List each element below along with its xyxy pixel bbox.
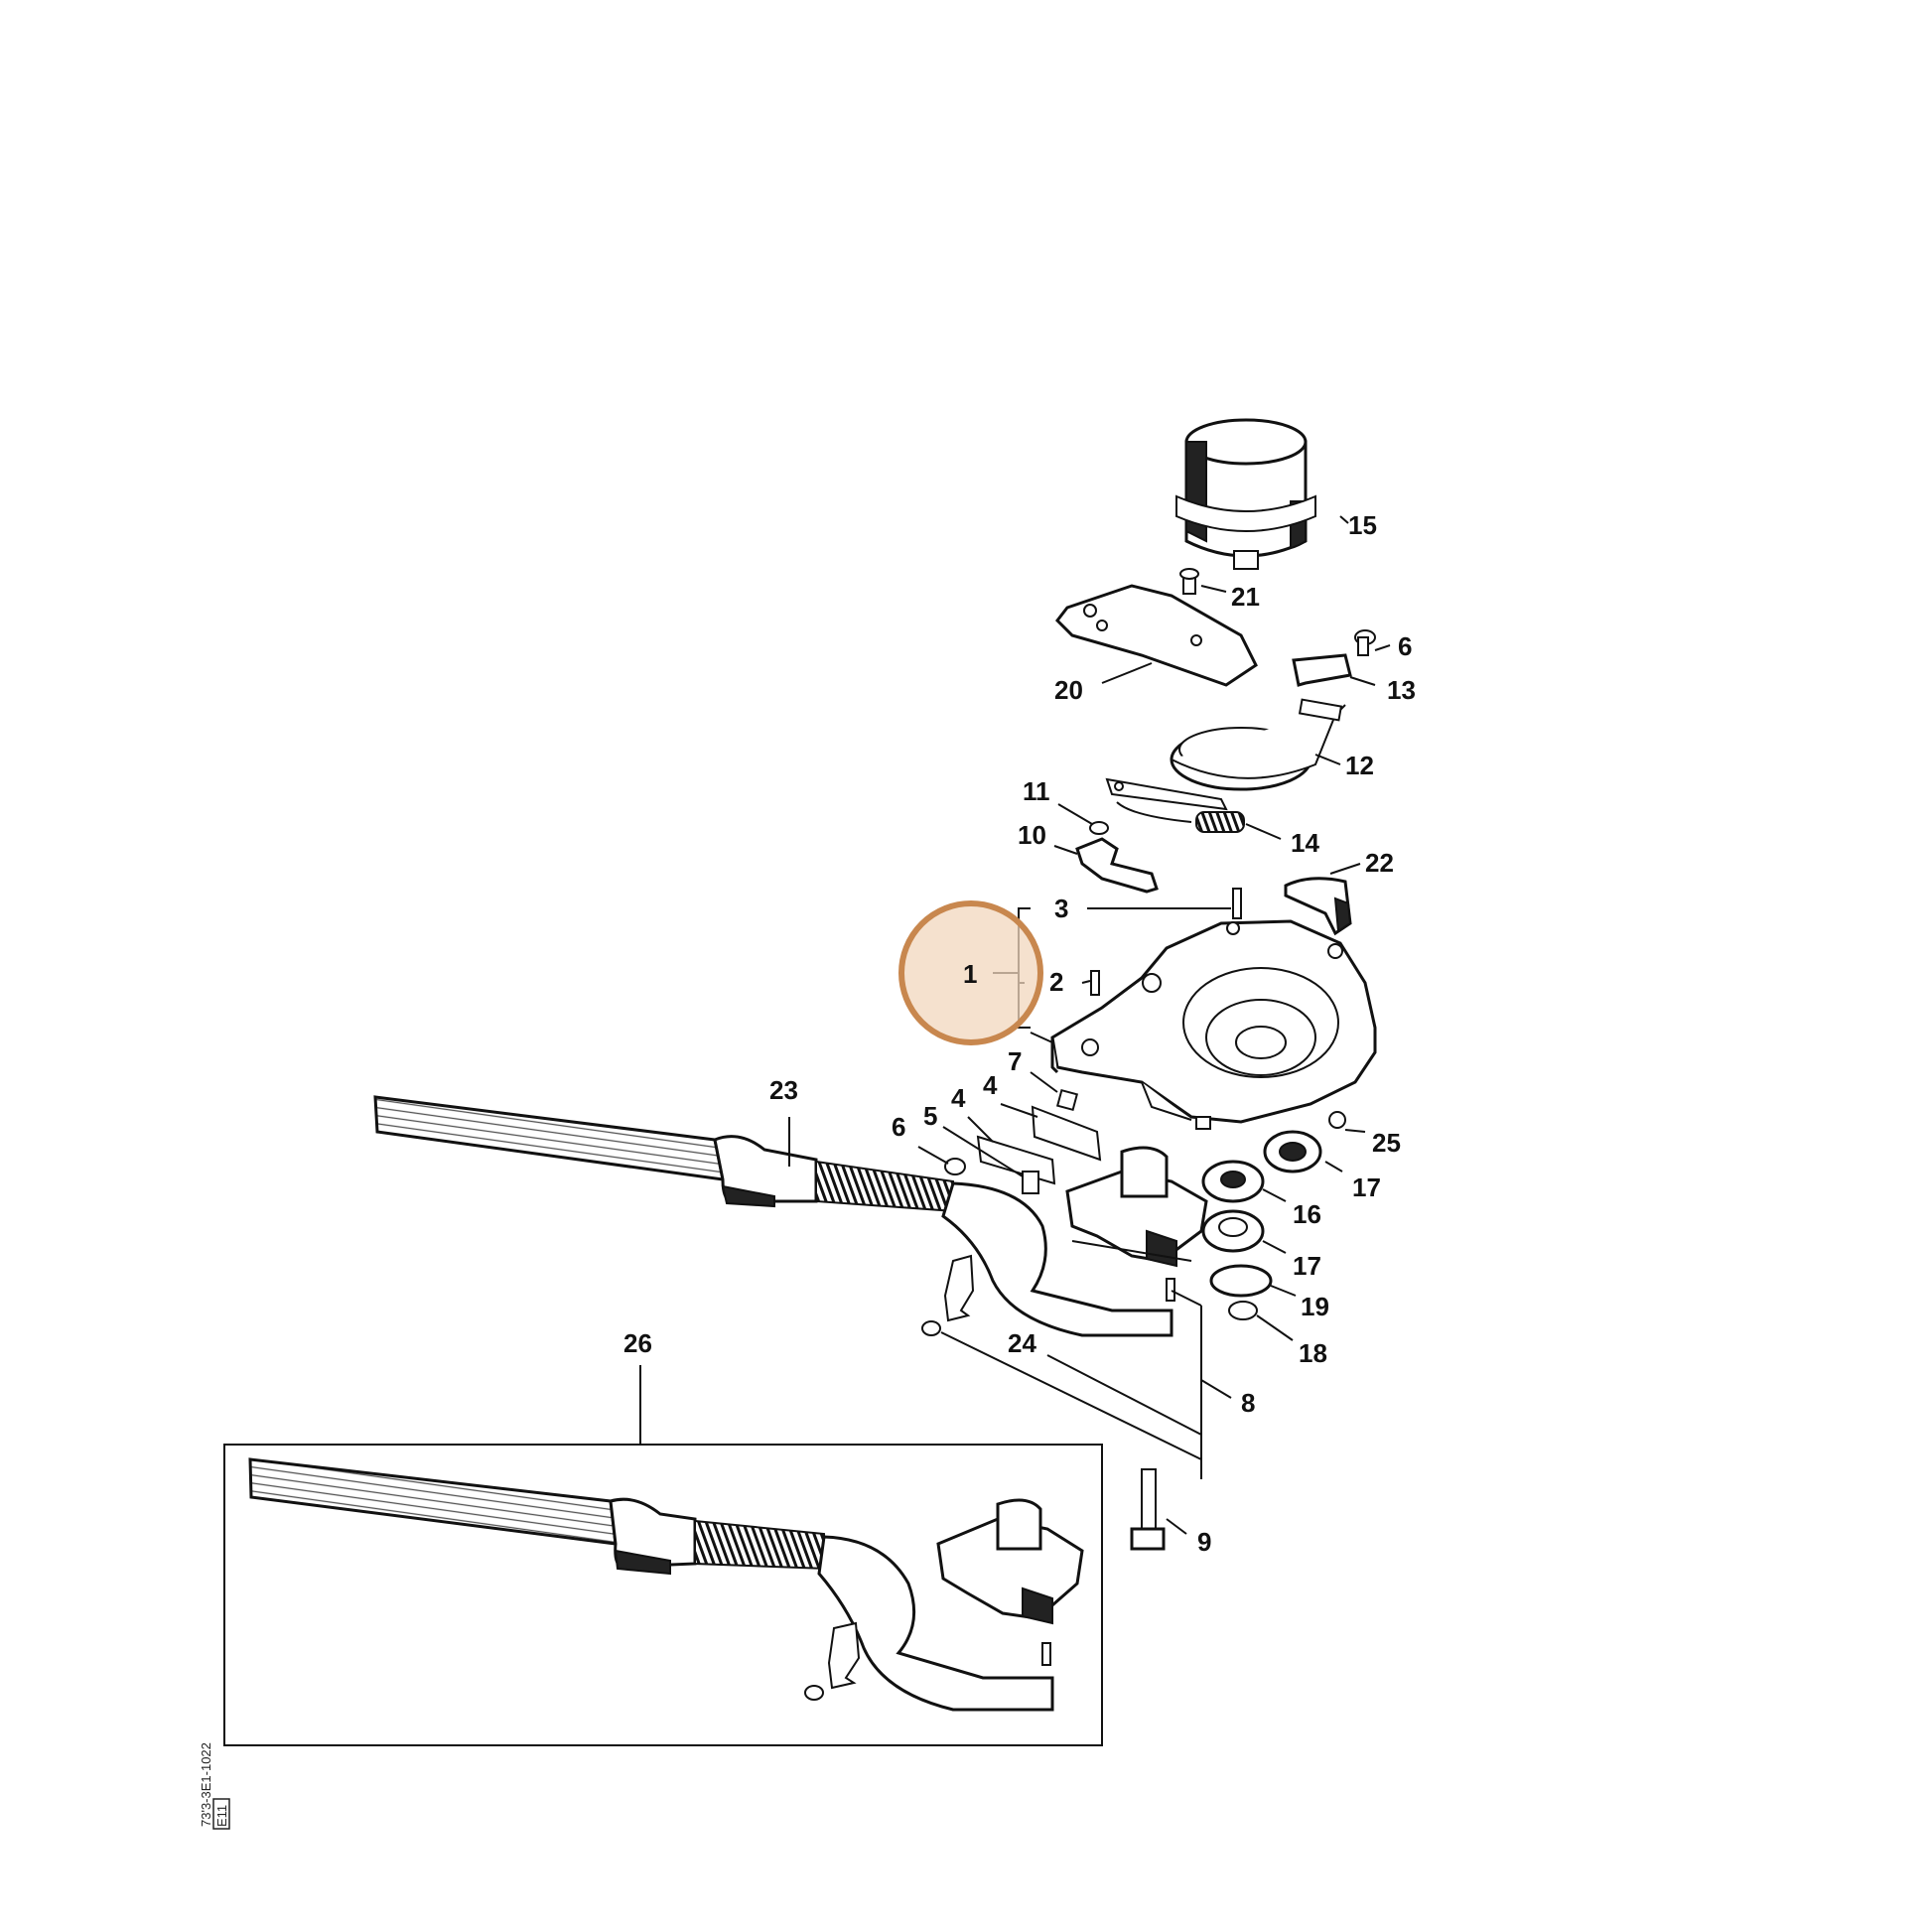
bearing-17-upper-part xyxy=(1263,1130,1322,1173)
gasket-4b-part xyxy=(976,1135,1056,1185)
nut-7-part xyxy=(1055,1088,1079,1112)
callout-16: 16 xyxy=(1293,1199,1321,1229)
callout-2: 2 xyxy=(1049,967,1063,997)
bracket-13-part xyxy=(1292,653,1352,687)
callout-4-lower: 4 xyxy=(951,1083,966,1113)
cable-clip-24-part xyxy=(921,1254,975,1336)
drawing-code: 73'3-3E1-1022 xyxy=(199,1742,213,1827)
callout-13: 13 xyxy=(1387,675,1416,705)
callout-11: 11 xyxy=(1023,776,1050,806)
callout-7: 7 xyxy=(1008,1046,1022,1076)
gear-housing-part xyxy=(1050,919,1377,1130)
callout-4-upper: 4 xyxy=(983,1070,998,1100)
callout-17-upper: 17 xyxy=(1352,1173,1381,1202)
circlip-19-part xyxy=(1209,1264,1273,1298)
callout-25: 25 xyxy=(1372,1128,1401,1158)
lever-10-part xyxy=(1075,821,1159,894)
drawing-code-sub: E11 xyxy=(214,1805,229,1827)
highlight-circle xyxy=(898,900,1043,1045)
clutch-drum-part xyxy=(1175,418,1316,570)
bolt-9-part xyxy=(1130,1468,1166,1551)
callout-20: 20 xyxy=(1054,675,1083,705)
screw-8a-part xyxy=(1166,1278,1175,1302)
brake-lever-22-part xyxy=(1284,877,1352,936)
callout-18: 18 xyxy=(1299,1338,1327,1368)
callout-6-top: 6 xyxy=(1398,631,1412,661)
callout-8: 8 xyxy=(1241,1388,1255,1418)
callout-12: 12 xyxy=(1345,751,1374,780)
alternative-assembly-frame xyxy=(223,1444,1103,1746)
callout-23: 23 xyxy=(769,1075,798,1105)
callout-14: 14 xyxy=(1291,828,1319,858)
callout-1: 1 xyxy=(963,959,977,989)
drawing-code-box xyxy=(212,1798,230,1830)
bolt-21-part xyxy=(1179,568,1199,595)
ring-18-part xyxy=(1228,1301,1258,1320)
callout-22: 22 xyxy=(1365,848,1394,878)
callout-21: 21 xyxy=(1231,582,1260,612)
bearing-16-part xyxy=(1201,1160,1265,1203)
callout-10: 10 xyxy=(1018,820,1046,850)
callout-24: 24 xyxy=(1008,1328,1036,1358)
bearing-17-lower-part xyxy=(1201,1209,1265,1253)
spring-14-part xyxy=(1105,777,1245,833)
pin-3-part xyxy=(1232,888,1242,919)
callout-6-mid: 6 xyxy=(892,1112,905,1142)
brake-plate-part xyxy=(1055,584,1258,687)
callout-5: 5 xyxy=(923,1101,937,1131)
handle-assembly-part xyxy=(373,1095,1208,1337)
callout-3: 3 xyxy=(1054,894,1068,923)
callout-9: 9 xyxy=(1197,1527,1211,1557)
pin-2-part xyxy=(1090,970,1100,996)
screw-6-top-part xyxy=(1354,629,1376,656)
brake-band-part xyxy=(1170,698,1346,791)
leader-lines xyxy=(639,515,1391,1535)
nut-25-part xyxy=(1328,1111,1346,1129)
callout-26: 26 xyxy=(623,1328,652,1358)
alternative-handle-assembly-part xyxy=(248,1457,1084,1712)
gasket-4a-part xyxy=(1031,1105,1102,1162)
callout-labels: 1 2 3 4 4 5 6 6 7 8 9 10 11 12 13 14 15 … xyxy=(623,510,1416,1557)
callout-17-lower: 17 xyxy=(1293,1251,1321,1281)
spacer-5-part xyxy=(1022,1171,1039,1194)
callout-19: 19 xyxy=(1301,1292,1329,1321)
callout-15: 15 xyxy=(1348,510,1377,540)
screw-6-mid-part xyxy=(944,1158,966,1175)
